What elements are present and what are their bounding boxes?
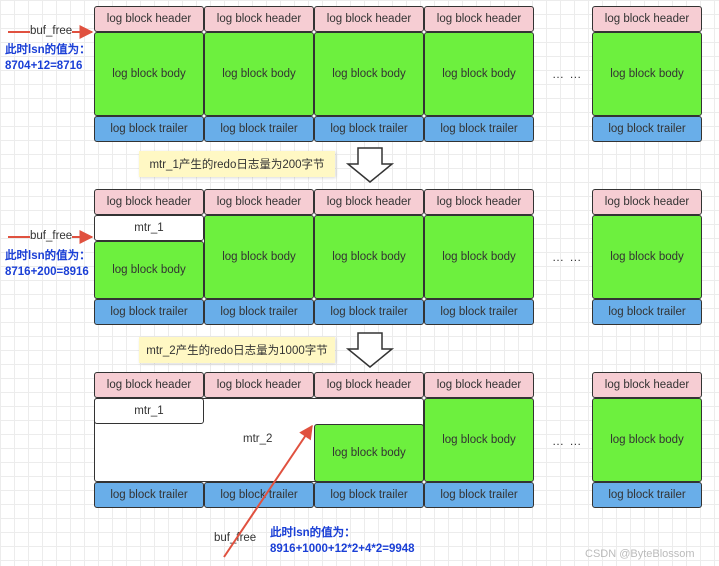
log-block-trailer: log block trailer bbox=[94, 482, 204, 508]
lsn-title: 此时lsn的值为： bbox=[5, 250, 91, 262]
log-block-header: log block header bbox=[592, 372, 702, 398]
lsn-value: 8716+200=8916 bbox=[5, 266, 89, 278]
log-block-body: log block body bbox=[314, 424, 424, 482]
lsn-value: 8704+12=8716 bbox=[5, 60, 83, 72]
log-block-trailer: log block trailer bbox=[424, 482, 534, 508]
mtr-2-label: mtr_2 bbox=[243, 433, 273, 445]
lsn-title: 此时lsn的值为： bbox=[270, 527, 356, 539]
log-block-body: log block body bbox=[592, 398, 702, 482]
log-block-body: log block body bbox=[94, 241, 204, 299]
log-block-body: log block body bbox=[314, 215, 424, 299]
log-block-header: log block header bbox=[94, 189, 204, 215]
mtr-1-block: mtr_1 bbox=[94, 398, 204, 424]
log-block-header: log block header bbox=[424, 189, 534, 215]
log-block-header: log block header bbox=[592, 189, 702, 215]
log-block-trailer: log block trailer bbox=[204, 299, 314, 325]
log-block-trailer: log block trailer bbox=[94, 299, 204, 325]
log-block-body: log block body bbox=[424, 398, 534, 482]
ellipsis: … … bbox=[552, 67, 583, 81]
log-block-header: log block header bbox=[314, 372, 424, 398]
log-block-trailer: log block trailer bbox=[314, 299, 424, 325]
buf-free-arrow bbox=[223, 424, 313, 558]
buf-free-label: buf_free bbox=[30, 230, 73, 242]
ellipsis: … … bbox=[552, 434, 583, 448]
down-arrow-icon bbox=[345, 147, 395, 183]
log-block-body: log block body bbox=[204, 215, 314, 299]
log-block-trailer: log block trailer bbox=[204, 482, 314, 508]
log-block-header: log block header bbox=[204, 372, 314, 398]
log-block-trailer: log block trailer bbox=[592, 482, 702, 508]
log-block-header: log block header bbox=[204, 189, 314, 215]
log-block-trailer: log block trailer bbox=[314, 116, 424, 142]
log-block-header: log block header bbox=[592, 6, 702, 32]
log-block-header: log block header bbox=[94, 6, 204, 32]
buf-free-label: buf_free bbox=[214, 532, 257, 544]
log-block-body: log block body bbox=[424, 32, 534, 116]
lsn-title: 此时lsn的值为： bbox=[5, 44, 91, 56]
log-block-body: log block body bbox=[314, 32, 424, 116]
buf-free-label: buf_free bbox=[30, 25, 73, 37]
log-block-body: log block body bbox=[424, 215, 534, 299]
redo-size-note: mtr_2产生的redo日志量为1000字节 bbox=[139, 337, 335, 363]
log-block-trailer: log block trailer bbox=[314, 482, 424, 508]
ellipsis: … … bbox=[552, 250, 583, 264]
mtr-1-block: mtr_1 bbox=[94, 215, 204, 241]
log-block-trailer: log block trailer bbox=[424, 299, 534, 325]
log-block-trailer: log block trailer bbox=[592, 116, 702, 142]
redo-size-note: mtr_1产生的redo日志量为200字节 bbox=[139, 151, 335, 177]
log-block-trailer: log block trailer bbox=[204, 116, 314, 142]
log-block-trailer: log block trailer bbox=[592, 299, 702, 325]
log-block-body: log block body bbox=[94, 32, 204, 116]
log-block-header: log block header bbox=[204, 6, 314, 32]
log-block-header: log block header bbox=[424, 6, 534, 32]
log-block-header: log block header bbox=[314, 189, 424, 215]
log-block-body: log block body bbox=[204, 32, 314, 116]
log-block-body: log block body bbox=[592, 32, 702, 116]
lsn-value: 8916+1000+12*2+4*2=9948 bbox=[270, 543, 415, 555]
log-block-header: log block header bbox=[424, 372, 534, 398]
down-arrow-icon bbox=[345, 332, 395, 368]
log-block-trailer: log block trailer bbox=[424, 116, 534, 142]
log-block-header: log block header bbox=[94, 372, 204, 398]
watermark: CSDN @ByteBlossom bbox=[585, 548, 695, 560]
log-block-trailer: log block trailer bbox=[94, 116, 204, 142]
log-block-header: log block header bbox=[314, 6, 424, 32]
log-block-body: log block body bbox=[592, 215, 702, 299]
